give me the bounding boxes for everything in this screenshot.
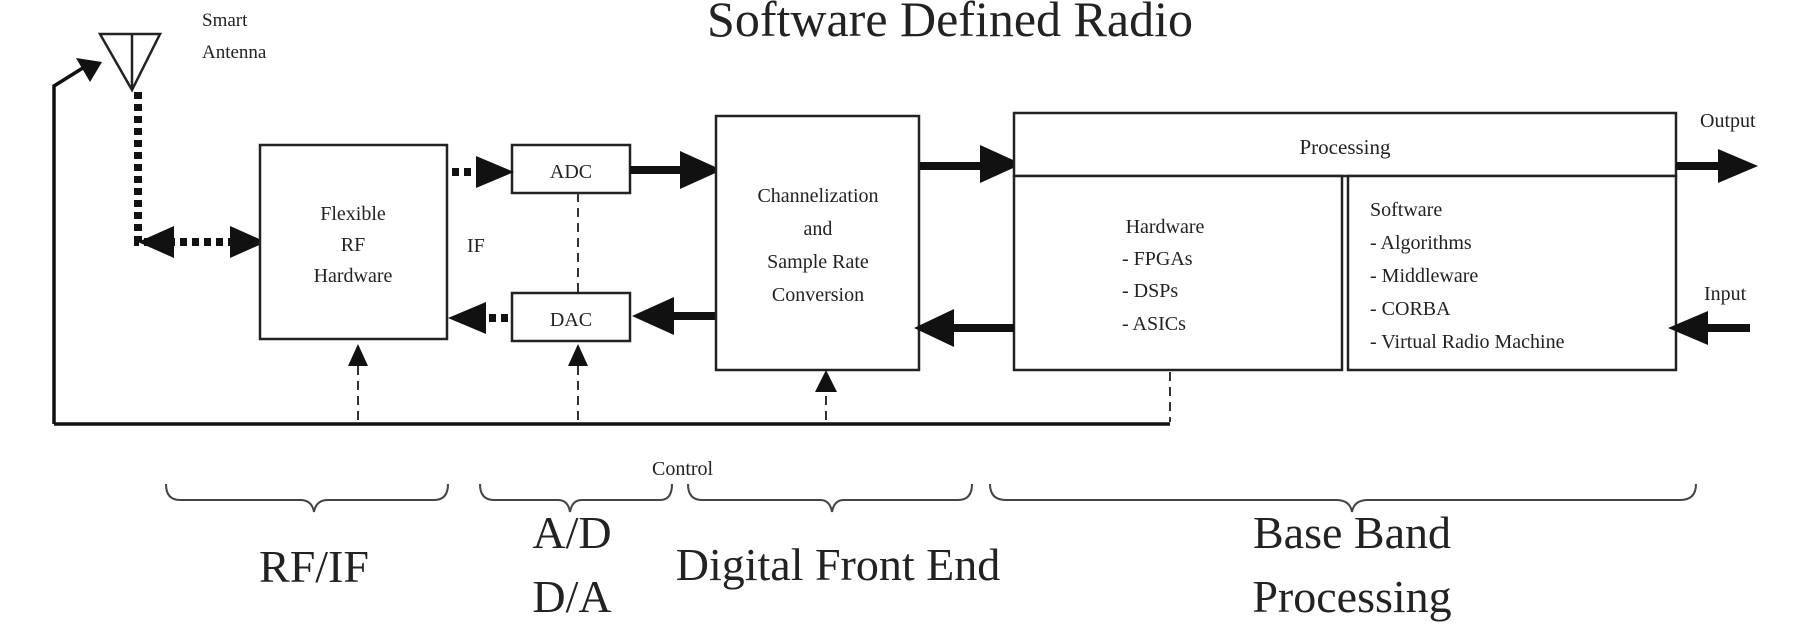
input-arrow (1668, 311, 1708, 345)
control-to-rf-arrow (348, 344, 368, 366)
hardware-to-channel-arrow (914, 309, 954, 347)
brace-base-band (989, 483, 1697, 513)
software-box (1346, 174, 1678, 372)
channel-box-line1: Channelization (757, 185, 878, 207)
if-label: IF (467, 235, 485, 257)
adc-to-channel-arrow (680, 151, 722, 189)
software-item: - CORBA (1370, 298, 1451, 320)
antenna-icon (97, 32, 163, 93)
channel-to-processing-arrow (980, 145, 1022, 183)
adc-label: ADC (550, 161, 592, 183)
control-loop-arrow (76, 58, 102, 82)
antenna-feed-arrow-right (230, 226, 266, 258)
rf-box-line1: Flexible (320, 203, 386, 225)
software-item: - Middleware (1370, 265, 1478, 287)
rf-box-line2: RF (341, 234, 365, 256)
hardware-box (1012, 174, 1344, 372)
rf-hardware-box (258, 143, 449, 341)
hardware-item: - FPGAs (1122, 248, 1193, 270)
brace-digital-front-end (687, 483, 973, 513)
processing-label: Processing (1300, 135, 1391, 159)
software-heading: Software (1370, 199, 1442, 221)
rf-to-adc-arrow (476, 156, 514, 188)
output-label: Output (1700, 110, 1756, 132)
section-da: D/A (532, 571, 611, 622)
brace-rf-if (165, 483, 449, 513)
rf-box-line3: Hardware (314, 265, 393, 287)
channelization-box (714, 114, 921, 372)
control-loop-line (52, 64, 87, 424)
control-to-channel-arrow (815, 370, 837, 392)
software-item: - Virtual Radio Machine (1370, 331, 1565, 353)
diagram-title: Software Defined Radio (707, 0, 1193, 47)
hardware-heading: Hardware (1126, 216, 1205, 238)
channel-box-line2: and (804, 218, 833, 240)
section-digital-front-end: Digital Front End (676, 539, 1001, 590)
antenna-label-line1: Smart (202, 10, 248, 31)
input-label: Input (1704, 283, 1747, 305)
channel-to-dac-arrow (632, 297, 674, 335)
hardware-item: - DSPs (1122, 280, 1178, 302)
hardware-item: - ASICs (1122, 313, 1186, 335)
output-arrow (1718, 149, 1758, 183)
dac-box (510, 291, 632, 343)
section-base-band-line1: Base Band (1253, 507, 1451, 558)
section-base-band-line2: Processing (1252, 571, 1451, 622)
dac-to-rf-arrow (448, 302, 486, 334)
antenna-feed-arrow-left (138, 226, 174, 258)
channel-box-line4: Conversion (772, 284, 864, 306)
antenna-feed-line (134, 92, 230, 246)
dac-label: DAC (550, 309, 592, 331)
section-ad: A/D (532, 507, 611, 558)
control-to-dac-arrow (568, 344, 588, 366)
control-label: Control (652, 458, 714, 480)
section-rf-if: RF/IF (259, 541, 369, 592)
antenna-label-line2: Antenna (202, 42, 267, 63)
software-item: - Algorithms (1370, 232, 1472, 254)
adc-box (510, 143, 632, 195)
brace-ad-da (479, 483, 673, 513)
processing-box (1012, 111, 1678, 178)
channel-box-line3: Sample Rate (767, 251, 869, 273)
